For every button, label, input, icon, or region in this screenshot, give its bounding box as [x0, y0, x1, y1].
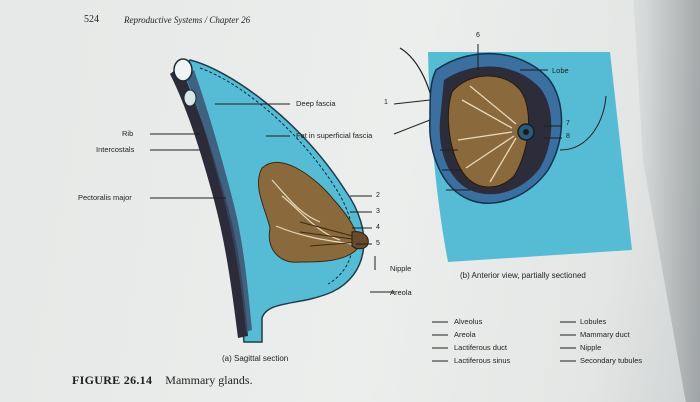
label-lobe: Lobe: [552, 66, 569, 75]
running-title: Reproductive Systems / Chapter 26: [124, 15, 251, 25]
label-intercostals: Intercostals: [96, 145, 135, 154]
sagittal-section-drawing: [170, 58, 369, 343]
number-6: 6: [476, 32, 480, 39]
number-1: 1: [384, 99, 388, 106]
anterior-leader-lines: [440, 44, 562, 191]
caption-anterior-view: (b) Anterior view, partially sectioned: [460, 271, 586, 280]
key-answer-lines: [432, 321, 576, 362]
caption-sagittal-section: (a) Sagittal section: [222, 354, 289, 363]
key-left-item: Lactiferous duct: [454, 343, 507, 352]
key-left-item: Lactiferous sinus: [454, 356, 511, 365]
key-right-item: Nipple: [580, 343, 602, 352]
page-number: 524: [84, 14, 99, 25]
key-right-item: Lobules: [580, 317, 607, 326]
anterior-view-drawing: [399, 47, 632, 262]
label-areola: Areola: [390, 288, 412, 297]
figure-caption: FIGURE 26.14 Mammary glands.: [72, 373, 253, 388]
number-5: 5: [376, 240, 380, 247]
number-3: 3: [376, 208, 380, 215]
label-fat-superficial-fascia: Fat in superficial fascia: [296, 131, 373, 140]
key-left-item: Alveolus: [454, 317, 483, 326]
sagittal-leader-lines: [150, 99, 431, 293]
key-left-item: Areola: [454, 330, 476, 339]
label-rib: Rib: [122, 129, 134, 138]
label-nipple: Nipple: [390, 264, 412, 273]
number-8: 8: [566, 133, 570, 140]
figure-title: Mammary glands.: [165, 373, 253, 387]
number-2: 2: [376, 192, 380, 199]
key-right-item: Secondary tubules: [580, 356, 643, 365]
label-pectoralis-major: Pectoralis major: [78, 193, 132, 202]
key-right-item: Mammary duct: [580, 330, 630, 339]
number-7: 7: [566, 120, 570, 127]
number-4: 4: [376, 224, 380, 231]
figure-label: FIGURE 26.14: [72, 373, 153, 387]
label-deep-fascia: Deep fascia: [296, 99, 336, 108]
